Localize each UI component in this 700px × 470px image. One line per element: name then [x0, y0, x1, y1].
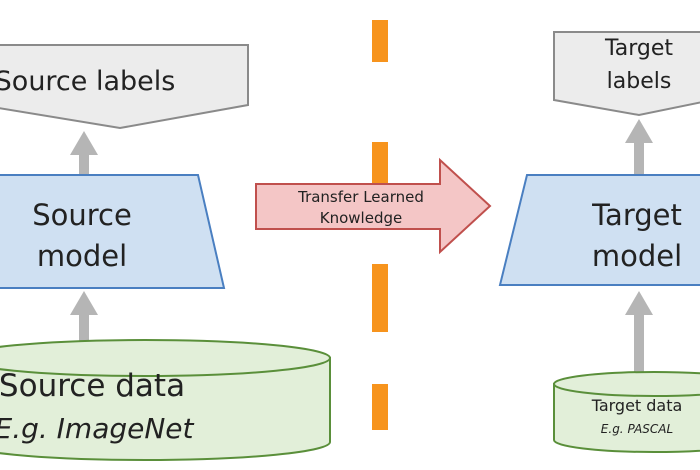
target-model-text-line2: model	[592, 239, 682, 273]
target-data-cylinder: Target data E.g. PASCAL	[553, 371, 700, 453]
source-model-text-line2: model	[37, 239, 127, 273]
source-data-example: E.g. ImageNet	[0, 412, 195, 445]
target-arrow-model-to-labels	[625, 119, 653, 176]
target-data-example: E.g. PASCAL	[601, 422, 673, 436]
target-model-text-line1: Target	[591, 198, 682, 232]
arrow-head	[625, 291, 653, 315]
divider-dash	[372, 142, 388, 184]
source-data-body	[0, 357, 331, 461]
divider-dash	[372, 264, 388, 332]
divider-dash	[372, 20, 388, 62]
arrow-head	[70, 291, 98, 315]
arrow-shaft	[634, 140, 644, 176]
divider-dashed-line	[372, 20, 388, 430]
source-model-text-line1: Source	[32, 198, 132, 232]
transfer-arrow-shape	[255, 157, 492, 255]
source-arrow-data-to-model	[70, 291, 98, 344]
source-data-top	[0, 339, 331, 377]
source-labels-shape	[0, 44, 249, 130]
divider-dash	[372, 384, 388, 430]
source-model-box: Source model	[0, 174, 226, 289]
target-arrow-data-to-model	[625, 291, 653, 380]
arrow-shaft	[634, 312, 644, 380]
transfer-text-line1: Transfer Learned	[297, 188, 424, 206]
source-labels-text: Source labels	[0, 66, 175, 97]
arrow-head	[70, 131, 98, 155]
target-data-top	[553, 371, 700, 397]
target-data-title: Target data	[591, 396, 683, 415]
source-model-shape	[0, 174, 226, 289]
source-data-cylinder: Source data E.g. ImageNet	[0, 339, 331, 461]
source-arrow-model-to-labels	[70, 131, 98, 176]
arrow-head	[625, 119, 653, 143]
target-labels-shape	[553, 31, 700, 117]
transfer-arrow: Transfer Learned Knowledge	[255, 157, 492, 255]
source-labels-box: Source labels	[0, 44, 249, 130]
source-data-title: Source data	[0, 368, 185, 404]
target-data-body	[553, 383, 700, 453]
transfer-text-line2: Knowledge	[320, 209, 402, 227]
arrow-shaft	[79, 152, 89, 176]
target-labels-text-line2: labels	[607, 69, 672, 94]
target-model-shape	[498, 174, 700, 286]
arrow-shaft	[79, 312, 89, 344]
target-labels-text-line1: Target	[604, 36, 673, 61]
target-labels-box: Target labels	[553, 31, 700, 117]
target-model-box: Target model	[498, 174, 700, 286]
